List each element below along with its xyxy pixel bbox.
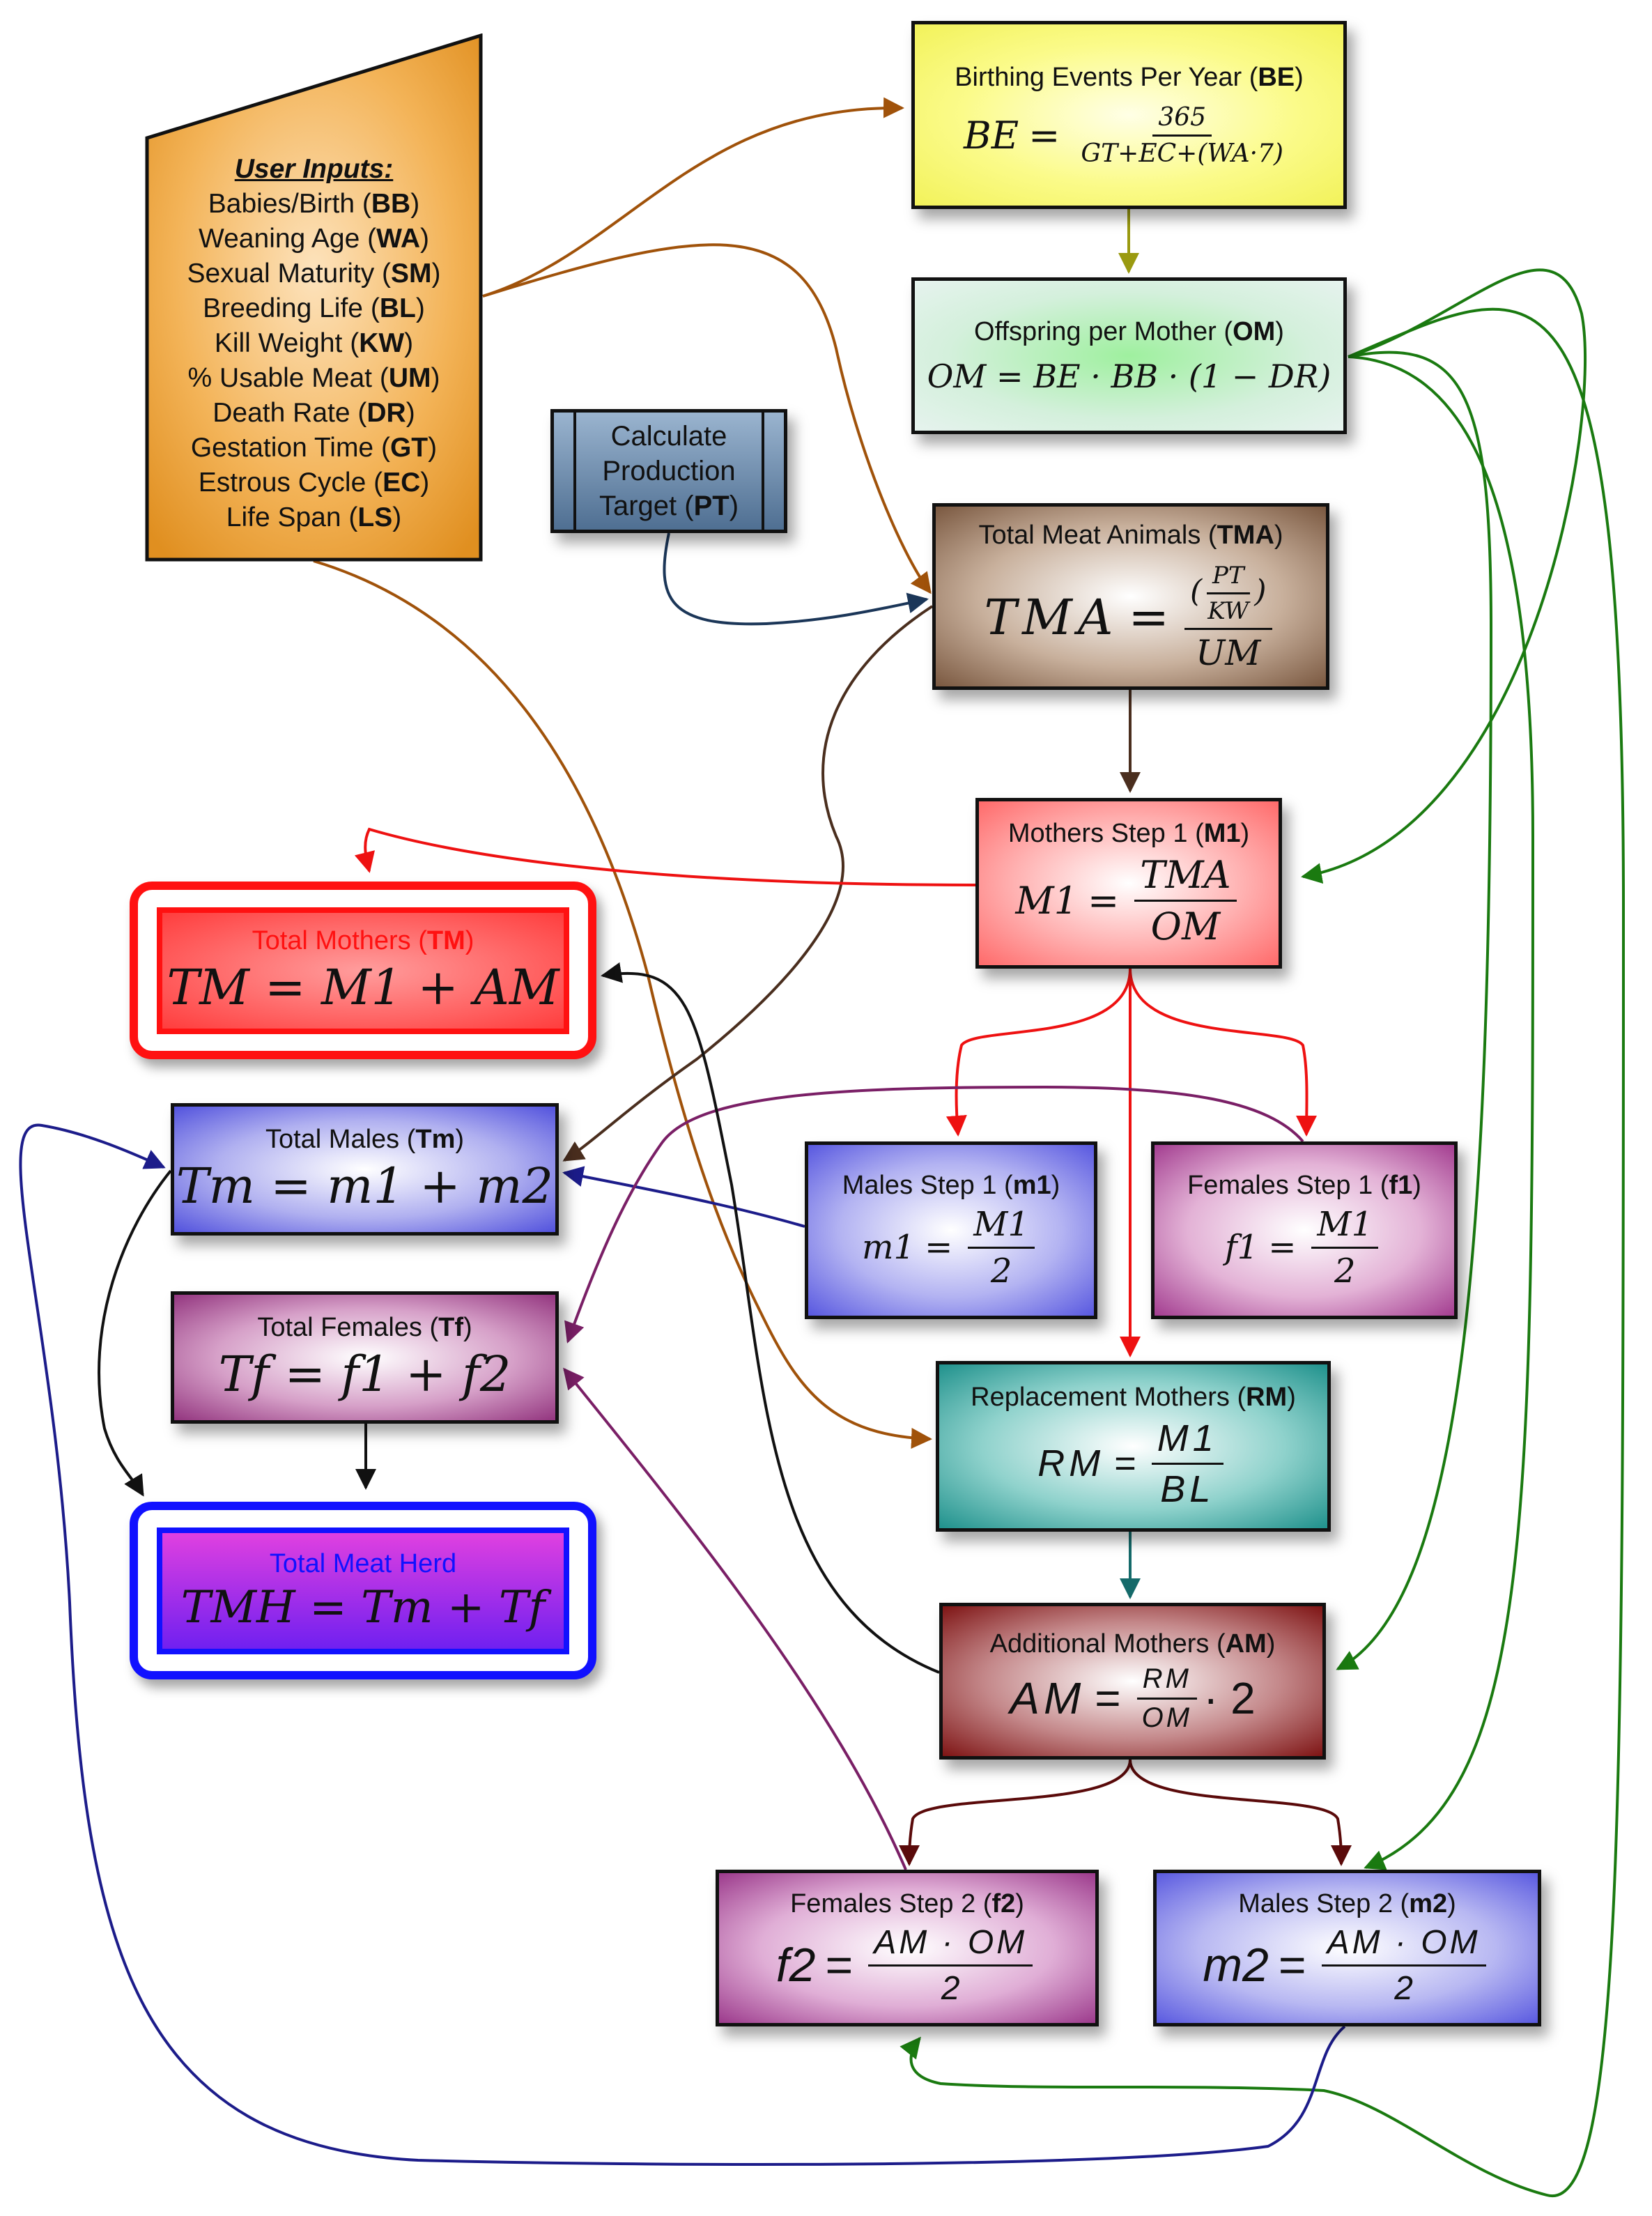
user-inputs-panel: User Inputs: Babies/Birth (BB) Weaning Ag…	[145, 33, 483, 562]
node-title: Total Males (Tm)	[265, 1125, 465, 1155]
pt-line-2: Production	[602, 456, 736, 486]
om-formula: OM = BE · BB · (1 − DR)	[927, 357, 1331, 396]
user-inputs-items: Babies/Birth (BB) Weaning Age (WA) Sexual …	[145, 187, 483, 535]
edge-m2s-tmales	[19, 1123, 1346, 2166]
user-input-item: Babies/Birth (BB)	[208, 189, 420, 219]
edge-inputs-tma	[482, 243, 932, 594]
total-mothers-node: Total Mothers (TM) TM = M1 + AM	[157, 907, 569, 1034]
edge-am-m2s	[1129, 1759, 1352, 1866]
node-title: Replacement Mothers (RM)	[971, 1383, 1296, 1413]
user-input-item: Life Span (LS)	[226, 502, 402, 532]
tmh-formula: TMH = Tm + Tf	[180, 1581, 546, 1633]
user-input-item: Kill Weight (KW)	[214, 328, 414, 358]
node-title: Total Mothers (TM)	[252, 926, 474, 956]
edge-pt-tma	[663, 532, 929, 626]
node-title: Additional Mothers (AM)	[989, 1629, 1276, 1659]
user-input-item: Estrous Cycle (EC)	[198, 468, 430, 498]
user-input-item: Sexual Maturity (SM)	[187, 259, 441, 288]
node-title: Total Meat Animals (TMA)	[978, 521, 1283, 551]
node-title: Offspring per Mother (OM)	[974, 316, 1284, 346]
edge-am-f2s	[899, 1759, 1132, 1866]
pt-line-1: Calculate	[610, 421, 727, 452]
total-males-node: Total Males (Tm) Tm = m1 + m2	[171, 1103, 559, 1236]
node-title: Mothers Step 1 (M1)	[1008, 819, 1250, 849]
user-inputs-list: User Inputs: Babies/Birth (BB) Weaning Ag…	[145, 152, 483, 535]
edge-tmales-tmh	[98, 1169, 172, 1497]
edge-f2s-tfemales	[563, 1367, 907, 1870]
total-meat-herd-node: Total Meat Herd TMH = Tm + Tf	[157, 1528, 569, 1654]
total-females-node: Total Females (Tf) Tf = f1 + f2	[171, 1291, 559, 1424]
edge-f1s-tfemales	[564, 1085, 1304, 1344]
node-title: Total Females (Tf)	[257, 1313, 472, 1343]
tfemales-formula: Tf = f1 + f2	[218, 1345, 511, 1403]
edge-om-f2	[900, 307, 1626, 2198]
tmales-formula: Tm = m1 + m2	[176, 1157, 554, 1215]
edge-m1-f1s	[1129, 968, 1318, 1137]
node-title: Males Step 2 (m2)	[1238, 1889, 1456, 1919]
pt-line-3: Target (PT)	[599, 491, 739, 521]
user-input-item: Gestation Time (GT)	[190, 433, 438, 463]
node-title: Birthing Events Per Year (BE)	[955, 62, 1304, 92]
edge-m1-tm	[354, 827, 976, 886]
node-title: Total Meat Herd	[269, 1549, 457, 1579]
edge-m1-m1s	[945, 968, 1132, 1137]
edge-tma-tmales	[562, 605, 934, 1162]
user-input-item: Weaning Age (WA)	[199, 224, 429, 254]
node-title: Females Step 2 (f2)	[790, 1889, 1024, 1919]
edge-m1s-tmales	[562, 1166, 805, 1228]
user-input-item: % Usable Meat (UM)	[187, 363, 440, 393]
edge-am-tm	[601, 962, 940, 1674]
node-title: Females Step 1 (f1)	[1187, 1171, 1421, 1201]
production-target-node[interactable]: Calculate Production Target (PT)	[550, 409, 787, 533]
edge-inputs-rm	[313, 560, 932, 1449]
node-title: Males Step 1 (m1)	[842, 1171, 1060, 1201]
edge-inputs-be	[482, 97, 904, 298]
user-inputs-heading: User Inputs:	[234, 154, 394, 184]
user-inputs-shape	[145, 33, 483, 562]
offspring-per-mother-node: Offspring per Mother (OM) OM = BE · BB ·…	[911, 277, 1347, 434]
user-input-item: Breeding Life (BL)	[203, 293, 425, 323]
user-input-item: Death Rate (DR)	[213, 398, 415, 428]
edge-om-m1	[1301, 268, 1587, 884]
edge-om-am	[1336, 351, 1493, 1670]
tm-formula: TM = M1 + AM	[167, 958, 559, 1016]
edge-om-m2	[1348, 355, 1535, 1870]
